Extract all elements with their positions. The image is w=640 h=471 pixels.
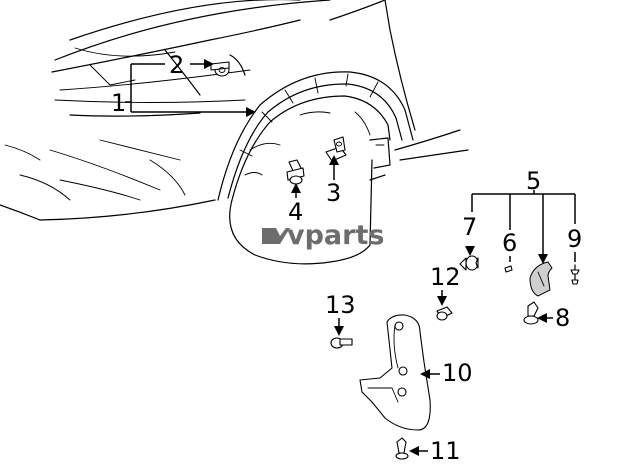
watermark-text: vparts	[287, 220, 384, 251]
screw-part-13	[330, 337, 353, 349]
callout-2: 2	[169, 51, 184, 79]
clip-part-7	[459, 255, 479, 271]
callout-8: 8	[555, 304, 570, 332]
clip-part-8	[523, 301, 539, 325]
callout-3: 3	[326, 179, 341, 207]
seal-part-6	[504, 265, 513, 273]
callout-12: 12	[430, 263, 461, 291]
bracket-part-5	[529, 261, 553, 297]
clip-part-3	[325, 136, 347, 162]
callout-6: 6	[502, 229, 517, 257]
fender-liner-part-1	[217, 71, 414, 265]
callout-5: 5	[526, 167, 541, 195]
callout-13: 13	[325, 291, 356, 319]
callout-4: 4	[288, 198, 303, 226]
callout-1: 1	[111, 89, 126, 117]
pin-part-9	[570, 264, 580, 285]
callout-11: 11	[430, 437, 461, 465]
watermark-logo: vparts	[262, 220, 384, 251]
clip-part-2	[210, 61, 230, 77]
callout-9: 9	[567, 225, 582, 253]
callout-10: 10	[442, 359, 473, 387]
callout-7: 7	[462, 213, 477, 241]
mudguard-part-10	[359, 314, 431, 431]
clip-part-11	[395, 437, 409, 460]
callout-labels: 1 2 3 4 5 6 7 8 9 10 11 12 13	[111, 51, 582, 465]
leader-lines	[125, 59, 576, 456]
screw-part-4	[286, 159, 305, 185]
vehicle-body-outline	[0, 0, 469, 221]
screw-part-12	[436, 306, 453, 321]
